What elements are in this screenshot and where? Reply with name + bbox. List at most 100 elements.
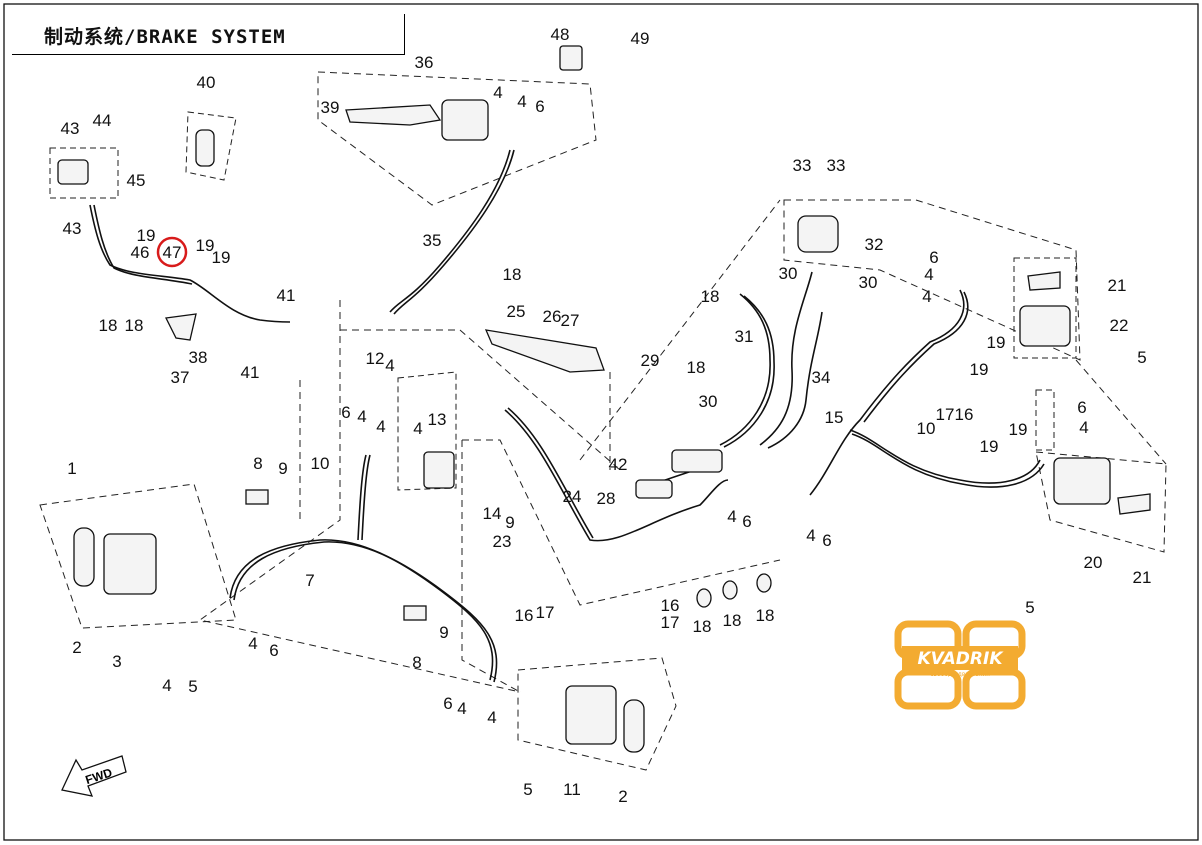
part-number-38: 38	[189, 348, 208, 367]
highlight-circle	[156, 236, 188, 268]
outline-rear-pad-box	[1013, 257, 1077, 359]
part-number-9: 9	[278, 459, 287, 478]
part-number-41: 41	[277, 286, 296, 305]
part-number-15: 15	[825, 408, 844, 427]
outline-rear-bolt-box	[1035, 389, 1055, 451]
hose-left-vert	[357, 454, 367, 541]
part-number-14: 14	[483, 504, 502, 523]
part-number-41: 41	[241, 363, 260, 382]
part-number-6: 6	[1077, 398, 1086, 417]
part-number-4: 4	[162, 676, 171, 695]
part-number-18: 18	[503, 265, 522, 284]
part-number-6: 6	[822, 531, 831, 550]
part-number-10: 10	[917, 419, 936, 438]
outline-rear-caliper	[1035, 451, 1167, 553]
fwd-arrow: FWD	[61, 755, 127, 797]
part-number-4: 4	[376, 417, 385, 436]
outline-tee	[340, 329, 621, 471]
part-number-21: 21	[1133, 568, 1152, 587]
pad-21-bottom	[1117, 493, 1151, 515]
outline-center	[461, 440, 521, 693]
pushrod-28	[635, 479, 673, 499]
front-master-cylinder-36	[441, 99, 489, 141]
part-number-30: 30	[699, 392, 718, 411]
part-number-33: 33	[827, 156, 846, 175]
distributor-13	[423, 451, 455, 489]
part-number-11: 11	[563, 780, 581, 799]
front-right-caliper-11	[565, 685, 617, 745]
part-number-43: 43	[63, 219, 82, 238]
page-title: 制动系统/BRAKE SYSTEM	[44, 26, 286, 48]
outline-left-front-line	[198, 300, 521, 693]
kvadrik-watermark: KVADRIK свобода движения	[894, 620, 1026, 710]
part-number-16: 16	[515, 606, 534, 625]
rear-master-30	[671, 449, 723, 473]
part-number-8: 8	[412, 653, 421, 672]
front-left-caliper-3	[103, 533, 157, 595]
part-number-2: 2	[618, 787, 627, 806]
pad-2-left	[73, 527, 95, 587]
hose-15	[809, 289, 965, 496]
part-number-46: 46	[131, 243, 150, 262]
part-number-4: 4	[727, 507, 736, 526]
part-number-4: 4	[248, 634, 257, 653]
outline-rear-master-cylinder	[783, 199, 1081, 361]
part-number-29: 29	[641, 351, 660, 370]
part-number-19: 19	[196, 236, 215, 255]
part-number-18: 18	[701, 287, 720, 306]
part-number-4: 4	[457, 699, 466, 718]
outline-rear-line	[462, 439, 781, 606]
components	[57, 45, 1151, 753]
part-number-12: 12	[366, 349, 385, 368]
outline-front-right-caliper	[517, 657, 677, 771]
rear-caliper-22	[1019, 305, 1071, 347]
outline-parking-lever-box	[49, 147, 119, 199]
part-number-19: 19	[980, 437, 999, 456]
part-number-47: 47	[163, 243, 182, 262]
part-number-42: 42	[609, 455, 628, 474]
part-number-6: 6	[535, 97, 544, 116]
part-number-4: 4	[517, 92, 526, 111]
bracket-25	[484, 329, 605, 373]
hose-31	[719, 293, 771, 446]
part-number-4: 4	[1079, 418, 1088, 437]
part-number-49: 49	[631, 29, 650, 48]
reservoir-32	[797, 215, 839, 253]
part-number-48: 48	[551, 25, 570, 44]
part-number-5: 5	[1137, 348, 1146, 367]
part-number-4: 4	[493, 83, 502, 102]
part-number-40: 40	[197, 73, 216, 92]
pad-21-top	[1027, 271, 1061, 291]
outline-cap-box	[185, 111, 237, 181]
part-number-19: 19	[137, 226, 156, 245]
part-number-22: 22	[1110, 316, 1129, 335]
outline-rear-connect	[579, 199, 781, 461]
part-number-21: 21	[1108, 276, 1127, 295]
assembly-outlines	[39, 71, 1167, 771]
brake-lever-39	[345, 104, 442, 126]
part-number-19: 19	[212, 248, 231, 267]
grommet-18c	[756, 573, 772, 593]
part-number-18: 18	[125, 316, 144, 335]
part-number-5: 5	[188, 677, 197, 696]
watermark-brand: KVADRIK	[917, 649, 1004, 669]
part-number-31: 31	[735, 327, 754, 346]
hose-35	[389, 149, 511, 313]
part-number-3: 3	[112, 652, 121, 671]
part-number-30: 30	[859, 273, 878, 292]
outline-distributor-box	[397, 371, 457, 491]
part-number-23: 23	[493, 532, 512, 551]
parking-cable-47	[89, 204, 291, 323]
part-number-6: 6	[742, 512, 751, 531]
part-number-37: 37	[171, 368, 190, 387]
watermark-slogan: свобода движения	[930, 671, 990, 678]
part-number-6: 6	[341, 403, 350, 422]
part-number-6: 6	[929, 248, 938, 267]
part-number-13: 13	[428, 410, 447, 429]
part-number-43: 43	[61, 119, 80, 138]
part-number-4: 4	[924, 265, 933, 284]
part-number-34: 34	[812, 368, 831, 387]
part-number-18: 18	[99, 316, 118, 335]
part-number-30: 30	[779, 264, 798, 283]
